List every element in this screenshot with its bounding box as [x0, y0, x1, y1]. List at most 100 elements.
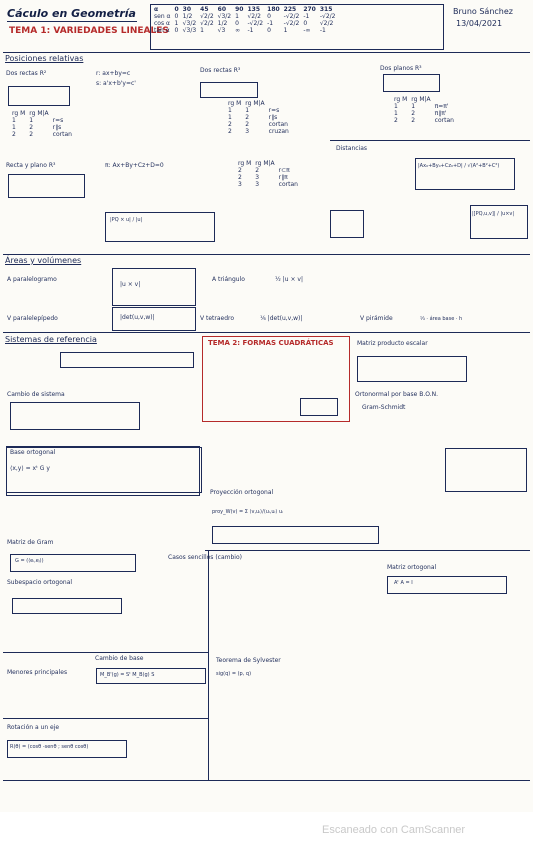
angle-table-cell: √2/2	[200, 13, 214, 20]
angle-table-cell: 45	[200, 6, 209, 13]
angle-table-cell: √3/2	[217, 13, 232, 20]
two-lines-r3-label: Dos rectas R³	[200, 67, 241, 74]
scalar-def: ⟨x,y⟩ = xᵗ G y	[10, 465, 50, 472]
tema2-box	[202, 336, 350, 422]
angle-table-cell: -1	[319, 27, 326, 34]
page-subtitle: TEMA 1: VARIEDADES LINEALES	[9, 26, 169, 36]
triangle-label: A triángulo	[212, 276, 245, 283]
angle-table-cell: -√2/2	[319, 13, 336, 20]
angle-table-cell: 225	[283, 6, 297, 13]
notes-sheet: Cáculo en Geometría TEMA 1: VARIEDADES L…	[3, 4, 530, 781]
angle-table-cell: √3/2	[182, 20, 197, 27]
angle-table-cell: 0	[267, 13, 271, 20]
orthonormal-basis-label: Ortonormal por base B.O.N.	[355, 391, 439, 398]
angle-table-cell: tan α	[154, 27, 170, 34]
angle-table-cell: 0	[174, 6, 179, 13]
dist-point-plane: |Ax₀+By₀+Cz₀+D| / √(A²+B²+C²)	[418, 163, 500, 169]
dist-lines-box	[470, 205, 528, 239]
parallelogram-formula: |u × v|	[120, 281, 141, 288]
sylvester-formula: sig(q) = (p, q)	[216, 671, 252, 677]
tema2-title: TEMA 2: FORMAS CUADRÁTICAS	[208, 339, 334, 347]
angle-table-cell: 30	[182, 6, 192, 13]
section-reference-systems: Sistemas de referencia	[5, 335, 97, 344]
gram-schmidt-label: Gram-Schmidt	[362, 404, 406, 411]
watermark-text: Escaneado con CamScanner	[322, 824, 466, 836]
gram-formula: G = (⟨eᵢ,eⱼ⟩)	[15, 558, 44, 564]
parallelepiped-box	[112, 307, 196, 331]
angle-table-cell: ∞	[235, 27, 241, 34]
two-lines-r2-label: Dos rectas R²	[6, 70, 47, 77]
angle-table-cell: 0	[267, 27, 271, 34]
r2-eq: r: ax+by=c	[96, 70, 131, 77]
angle-table-cell: -∞	[303, 27, 311, 34]
pyramid-formula: ⅓ · área base · h	[420, 316, 463, 322]
gram-matrix-label: Matriz de Gram	[7, 539, 54, 546]
angle-table-cell: 315	[319, 6, 333, 13]
rotation-label: Rotación a un eje	[7, 724, 60, 731]
projection-label: Proyección ortogonal	[210, 489, 274, 496]
angle-table-cell: √3/3	[182, 27, 197, 34]
dist-lines: |[PQ,u,v]| / |u×v|	[472, 211, 515, 217]
angle-table-cell: 1	[174, 20, 179, 27]
date: 13/04/2021	[456, 19, 503, 28]
angle-table-cell: 0	[174, 13, 179, 20]
parallelogram-label: A paralelogramo	[7, 276, 57, 283]
dist-point-line-box	[105, 212, 215, 242]
parallelogram-box	[112, 268, 196, 306]
angle-table-cell: 1	[200, 27, 204, 34]
sylvester-label: Teorema de Sylvester	[216, 657, 281, 664]
angle-table-cell: 0	[174, 27, 179, 34]
distances-label: Distancias	[336, 145, 368, 152]
dist-point-line: |PQ × u| / |u|	[110, 217, 143, 223]
projection-formula: proy_W(v) = Σ ⟨v,uᵢ⟩/⟨uᵢ,uᵢ⟩ uᵢ	[212, 509, 284, 515]
angle-table-cell: -1	[247, 27, 254, 34]
angle-table-cell: 1	[283, 27, 288, 34]
page-title: Cáculo en Geometría	[7, 7, 136, 20]
angle-table-cell: 60	[217, 6, 226, 13]
dist-point-plane-box	[415, 158, 515, 190]
orthogonal-formula: Aᵗ A = I	[394, 580, 413, 586]
angle-table-cell: cos α	[154, 20, 170, 27]
angle-table-frame	[150, 4, 444, 50]
tetrahedron-label: V tetraedro	[200, 315, 235, 322]
angle-table-cell: 90	[235, 6, 244, 13]
scanner-footer: Escaneado con CamScanner	[0, 812, 533, 848]
line-vs-plane: π: Ax+By+Cz+D=0	[105, 162, 164, 169]
change-of-reference-label: Cambio de sistema	[7, 391, 65, 398]
angle-table-cell: √2/2	[200, 20, 214, 27]
matrix-scalar-label: Matriz producto escalar	[357, 340, 428, 347]
angle-table-cell: -1	[267, 20, 274, 27]
angle-table-cell: sen α	[154, 13, 171, 20]
angle-table-cell: -1	[303, 13, 310, 20]
angle-table-cell: -√2/2	[247, 20, 264, 27]
angle-table-cell: -√2/2	[283, 13, 300, 20]
angle-table-cell: 0	[303, 20, 308, 27]
parallelepiped-label: V paralelepípedo	[7, 315, 58, 322]
tetrahedron-formula: ⅙ |det(u,v,w)|	[260, 315, 303, 322]
r2-eq2: s: a'x+b'y=c'	[96, 80, 136, 87]
pyramid-label: V pirámide	[360, 315, 393, 322]
angle-table-cell: √2/2	[247, 13, 261, 20]
angle-table-cell: 0	[235, 20, 239, 27]
angle-table-cell: √3	[217, 27, 226, 34]
angle-table-cell: α	[154, 6, 159, 13]
angle-table-cell: -√2/2	[283, 20, 300, 27]
parallelepiped-formula: |det(u,v,w)|	[120, 314, 155, 321]
principal-minors-label: Menores principales	[7, 669, 68, 676]
triangle-formula: ½ |u × v|	[275, 276, 303, 283]
angle-table-cell: 135	[247, 6, 261, 13]
angle-table-cell: 1	[235, 13, 239, 20]
rotation-formula: R(θ) = (cosθ -senθ ; senθ cosθ)	[10, 744, 89, 750]
simple-cases-label: Casos sencillos (cambio)	[168, 554, 242, 561]
author-name: Bruno Sánchez	[453, 7, 513, 16]
angle-table-cell: 1/2	[182, 13, 193, 20]
